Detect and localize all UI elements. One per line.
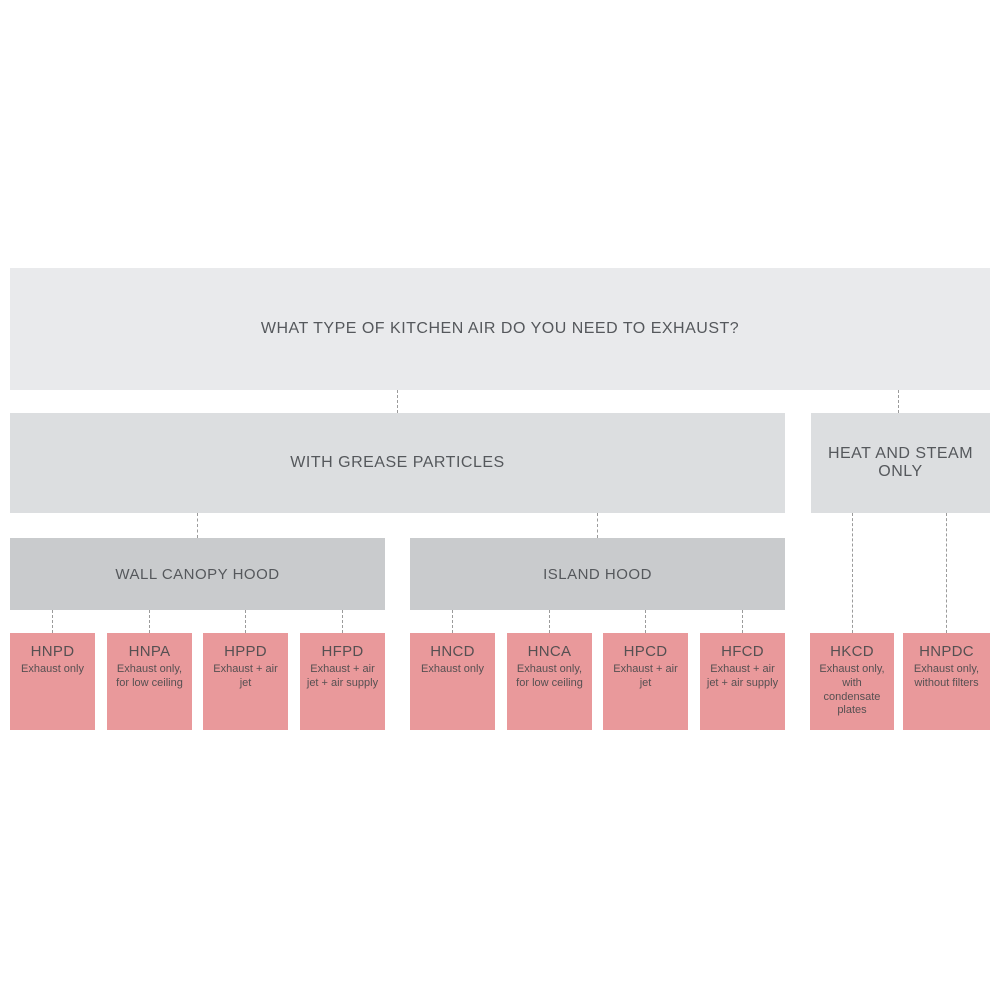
connector-heat-hkcd <box>852 513 853 633</box>
branch-heat-label: HEAT AND STEAM ONLY <box>827 445 974 480</box>
connector-island-hpcd <box>645 610 646 633</box>
hood-island-box: ISLAND HOOD <box>410 538 785 610</box>
product-box-hnpd: HNPD Exhaust only <box>10 633 95 730</box>
branch-heat-box: HEAT AND STEAM ONLY <box>811 413 990 513</box>
product-code: HFCD <box>721 643 764 660</box>
product-code: HNCD <box>430 643 475 660</box>
product-box-hfcd: HFCD Exhaust + air jet + air supply <box>700 633 785 730</box>
connector-grease-wall <box>197 513 198 538</box>
product-box-hnca: HNCA Exhaust only, for low ceiling <box>507 633 592 730</box>
product-code: HNPD <box>30 643 75 660</box>
product-box-hppd: HPPD Exhaust + air jet <box>203 633 288 730</box>
product-desc: Exhaust + air jet <box>213 663 278 689</box>
product-desc: Exhaust only <box>421 663 484 675</box>
connector-root-grease <box>397 390 398 413</box>
connector-root-heat <box>898 390 899 413</box>
branch-grease-box: WITH GREASE PARTICLES <box>10 413 785 513</box>
product-code: HKCD <box>830 643 874 660</box>
product-desc: Exhaust only, for low ceiling <box>516 663 583 689</box>
product-desc: Exhaust + air jet + air supply <box>306 663 379 689</box>
connector-wall-hppd <box>245 610 246 633</box>
root-question-box: WHAT TYPE OF KITCHEN AIR DO YOU NEED TO … <box>10 268 990 390</box>
connector-wall-hnpa <box>149 610 150 633</box>
product-code: HFPD <box>321 643 364 660</box>
product-desc: Exhaust only, without filters <box>913 663 980 689</box>
product-desc: Exhaust only, for low ceiling <box>116 663 183 689</box>
product-box-hkcd: HKCD Exhaust only, with condensate plate… <box>810 633 894 730</box>
connector-heat-hnpdc <box>946 513 947 633</box>
connector-island-hncd <box>452 610 453 633</box>
product-code: HNPA <box>128 643 171 660</box>
hood-wall-canopy-label: WALL CANOPY HOOD <box>115 565 280 583</box>
product-code: HNCA <box>527 643 572 660</box>
product-box-hncd: HNCD Exhaust only <box>410 633 495 730</box>
hood-wall-canopy-box: WALL CANOPY HOOD <box>10 538 385 610</box>
hood-island-label: ISLAND HOOD <box>543 565 652 583</box>
product-desc: Exhaust + air jet + air supply <box>706 663 779 689</box>
product-desc: Exhaust only, with condensate plates <box>819 663 885 717</box>
product-box-hpcd: HPCD Exhaust + air jet <box>603 633 688 730</box>
product-code: HPPD <box>224 643 267 660</box>
product-desc: Exhaust only <box>21 663 84 675</box>
connector-grease-island <box>597 513 598 538</box>
product-box-hfpd: HFPD Exhaust + air jet + air supply <box>300 633 385 730</box>
connector-island-hfcd <box>742 610 743 633</box>
connector-wall-hfpd <box>342 610 343 633</box>
connector-wall-hnpd <box>52 610 53 633</box>
product-box-hnpa: HNPA Exhaust only, for low ceiling <box>107 633 192 730</box>
branch-grease-label: WITH GREASE PARTICLES <box>290 454 505 471</box>
root-question-label: WHAT TYPE OF KITCHEN AIR DO YOU NEED TO … <box>260 320 740 337</box>
product-code: HNPDC <box>919 643 974 660</box>
product-desc: Exhaust + air jet <box>613 663 678 689</box>
connector-island-hnca <box>549 610 550 633</box>
product-code: HPCD <box>623 643 668 660</box>
product-box-hnpdc: HNPDC Exhaust only, without filters <box>903 633 990 730</box>
